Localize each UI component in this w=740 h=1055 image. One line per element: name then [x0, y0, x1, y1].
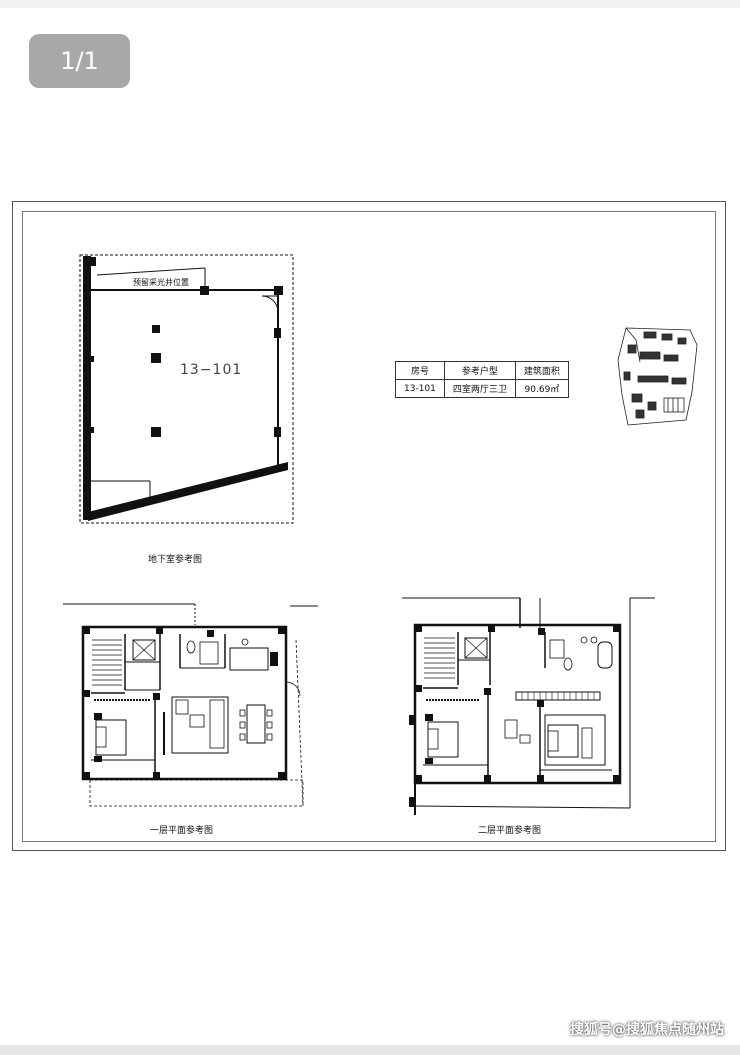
- table-cell: 13-101: [395, 379, 445, 398]
- site-key-map: [617, 327, 698, 426]
- basement-room-label: 13−101: [180, 362, 243, 378]
- table-cell: 90.69㎡: [514, 379, 569, 398]
- table-header-row: 房号 参考户型 建筑面积: [395, 361, 569, 380]
- table-row: 13-101 四室两厅三卫 90.69㎡: [395, 379, 569, 398]
- basement-plan: [79, 254, 294, 524]
- unit-info-table: 房号 参考户型 建筑面积 13-101 四室两厅三卫 90.69㎡: [395, 361, 569, 398]
- second-floor-plan: [402, 597, 655, 815]
- table-cell: 四室两厅三卫: [443, 379, 516, 398]
- basement-plan-caption: 地下室参考图: [148, 555, 203, 565]
- page-indicator: 1/1: [29, 34, 130, 88]
- table-header-cell: 建筑面积: [514, 361, 569, 380]
- drawing-sheet-inner-border: [22, 211, 716, 842]
- first-floor-plan: [63, 603, 318, 807]
- table-header-cell: 房号: [395, 361, 445, 380]
- bottom-strip: [0, 1045, 740, 1055]
- drawing-sheet-border: [12, 201, 726, 851]
- second-floor-plan-caption: 二层平面参考图: [478, 826, 542, 836]
- skylight-reserved-note: 预留采光井位置: [133, 278, 189, 287]
- first-floor-plan-caption: 一层平面参考图: [150, 826, 214, 836]
- top-status-strip: [0, 0, 740, 8]
- table-header-cell: 参考户型: [443, 361, 516, 380]
- source-watermark: 搜狐号@搜狐焦点随州站: [570, 1022, 724, 1038]
